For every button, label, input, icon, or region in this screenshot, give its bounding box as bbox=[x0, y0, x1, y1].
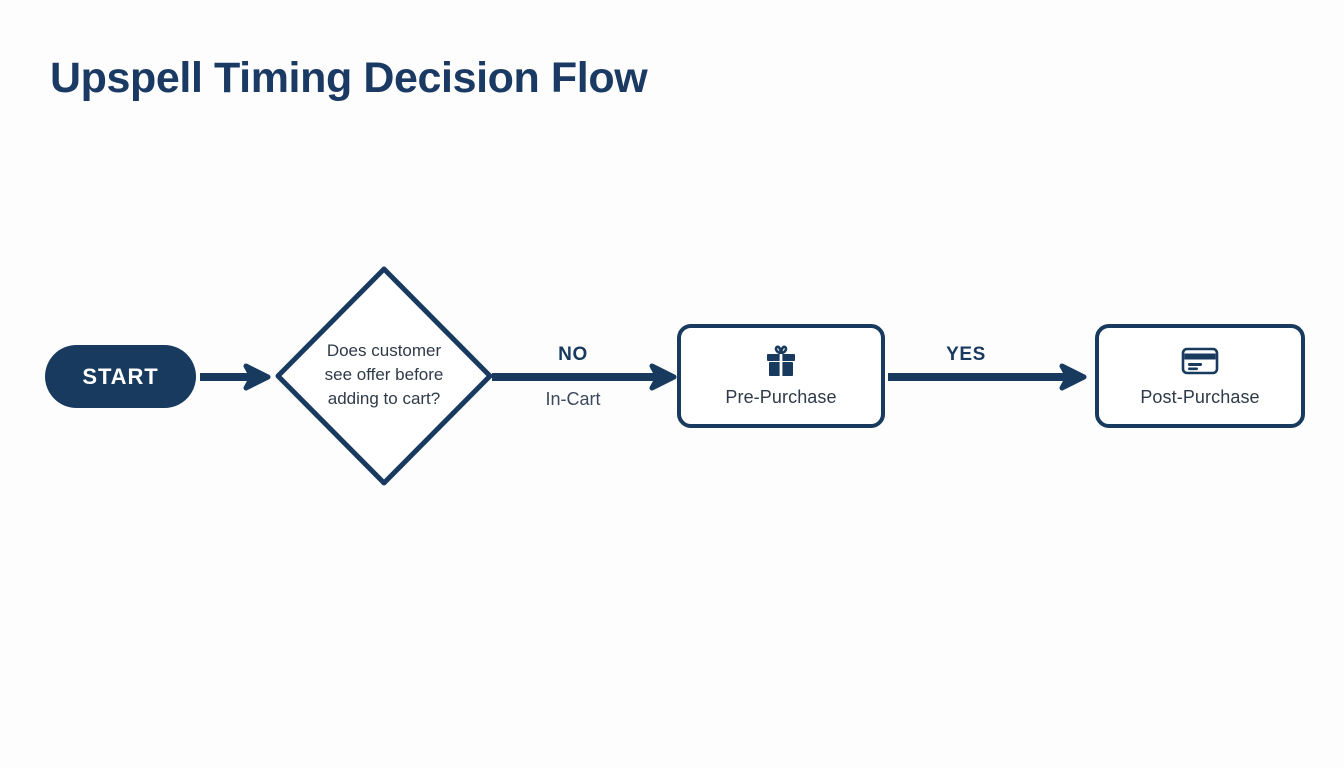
node-decision-label-line3: adding to cart? bbox=[327, 389, 441, 408]
node-post-purchase-label: Post-Purchase bbox=[1140, 387, 1260, 407]
page-title: Upspell Timing Decision Flow bbox=[50, 54, 648, 102]
edge-label-yes: YES bbox=[946, 344, 986, 365]
node-decision[interactable]: Does customer see offer before adding to… bbox=[272, 263, 496, 489]
node-start[interactable]: START bbox=[45, 345, 196, 408]
arrow-start-to-decision bbox=[200, 362, 272, 392]
arrow-decision-to-pre-purchase bbox=[492, 362, 682, 392]
node-pre-purchase[interactable]: Pre-Purchase bbox=[677, 324, 885, 428]
node-decision-label: Does customer see offer before adding to… bbox=[300, 339, 468, 411]
node-decision-label-line1: Does customer bbox=[326, 341, 442, 360]
node-decision-label-line2: see offer before bbox=[324, 365, 444, 384]
node-post-purchase[interactable]: Post-Purchase bbox=[1095, 324, 1305, 428]
credit-card-icon bbox=[1181, 344, 1219, 378]
gift-icon bbox=[764, 344, 798, 378]
edge-sublabel-in-cart: In-Cart bbox=[545, 389, 601, 409]
node-pre-purchase-label: Pre-Purchase bbox=[725, 387, 837, 407]
arrow-pre-to-post-purchase bbox=[888, 362, 1093, 392]
edge-label-no: NO bbox=[558, 344, 588, 365]
node-start-label: START bbox=[82, 363, 159, 389]
